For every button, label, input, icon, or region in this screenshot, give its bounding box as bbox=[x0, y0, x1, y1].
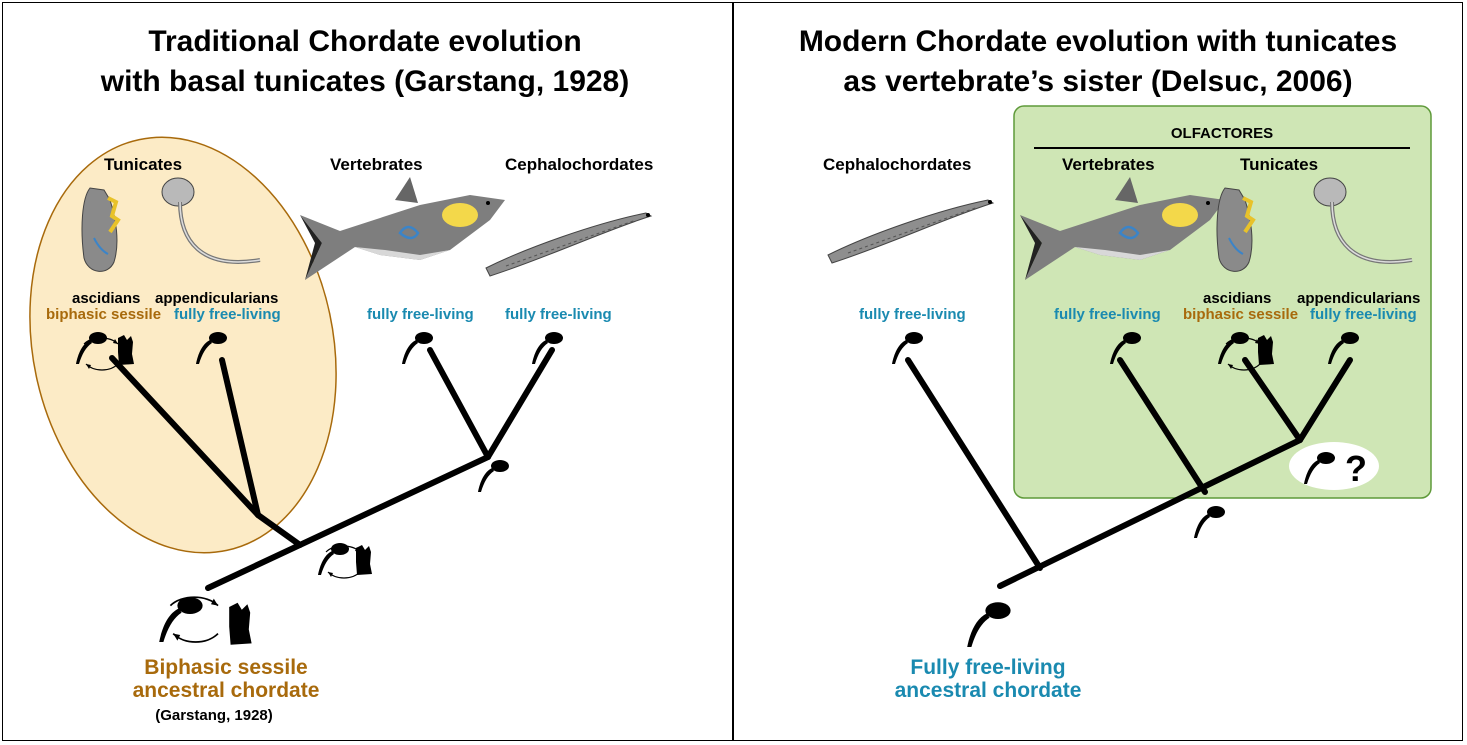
tadpole-larva-icon bbox=[1194, 506, 1225, 538]
right-title: Modern Chordate evolution with tunicates… bbox=[742, 22, 1454, 102]
question-mark: ? bbox=[1345, 448, 1367, 489]
left-title-line2: with basal tunicates (Garstang, 1928) bbox=[20, 62, 710, 102]
left-citation: (Garstang, 1928) bbox=[124, 707, 304, 724]
amphioxus-icon bbox=[828, 200, 993, 263]
sessile-adult-icon bbox=[229, 603, 251, 645]
ascidians-lifestyle: biphasic sessile bbox=[46, 306, 161, 323]
sessile-adult-icon bbox=[356, 545, 372, 575]
tadpole-larva-icon bbox=[478, 460, 509, 492]
sessile-adult-icon bbox=[1258, 335, 1274, 365]
right-ancestor-line1: Fully free-living bbox=[858, 656, 1118, 679]
left-ancestor-label: Biphasic sessile ancestral chordate bbox=[96, 656, 356, 702]
right-appendicularians-lifestyle: fully free-living bbox=[1310, 306, 1417, 323]
right-appendicularians-label: appendicularians bbox=[1297, 290, 1420, 307]
right-ascidians-lifestyle: biphasic sessile bbox=[1183, 306, 1298, 323]
left-title-line1: Traditional Chordate evolution bbox=[20, 22, 710, 62]
right-ascidians-label: ascidians bbox=[1203, 290, 1271, 307]
amphioxus-icon bbox=[486, 213, 651, 276]
vertebrates-label: Vertebrates bbox=[330, 155, 423, 175]
cephalochordates-lifestyle: fully free-living bbox=[505, 306, 612, 323]
vertebrates-lifestyle: fully free-living bbox=[367, 306, 474, 323]
sessile-adult-icon bbox=[118, 335, 134, 365]
right-ancestor-line2: ancestral chordate bbox=[858, 679, 1118, 702]
olfactores-label: OLFACTORES bbox=[1034, 125, 1410, 142]
right-cephalochordates-label: Cephalochordates bbox=[823, 155, 971, 175]
right-title-line1: Modern Chordate evolution with tunicates bbox=[742, 22, 1454, 62]
tadpole-larva-icon bbox=[967, 602, 1010, 647]
tadpole-larva-icon bbox=[159, 597, 202, 642]
appendicularians-label: appendicularians bbox=[155, 290, 278, 307]
tunicates-group-label: Tunicates bbox=[104, 155, 182, 175]
left-title: Traditional Chordate evolution with basa… bbox=[20, 22, 710, 102]
appendicularians-lifestyle: fully free-living bbox=[174, 306, 281, 323]
ascidian-icon bbox=[1217, 188, 1253, 271]
ascidians-label: ascidians bbox=[72, 290, 140, 307]
right-cephalochordates-lifestyle: fully free-living bbox=[859, 306, 966, 323]
right-tunicates-label: Tunicates bbox=[1240, 155, 1318, 175]
left-ancestor-line1: Biphasic sessile bbox=[96, 656, 356, 679]
ascidian-icon bbox=[82, 188, 118, 271]
right-title-line2: as vertebrate’s sister (Delsuc, 2006) bbox=[742, 62, 1454, 102]
right-ancestor-label: Fully free-living ancestral chordate bbox=[858, 656, 1118, 702]
right-vertebrates-lifestyle: fully free-living bbox=[1054, 306, 1161, 323]
tunicates-group-ellipse bbox=[0, 108, 373, 581]
left-ancestor-line2: ancestral chordate bbox=[96, 679, 356, 702]
right-vertebrates-label: Vertebrates bbox=[1062, 155, 1155, 175]
cephalochordates-label: Cephalochordates bbox=[505, 155, 653, 175]
shark-icon bbox=[300, 177, 505, 280]
